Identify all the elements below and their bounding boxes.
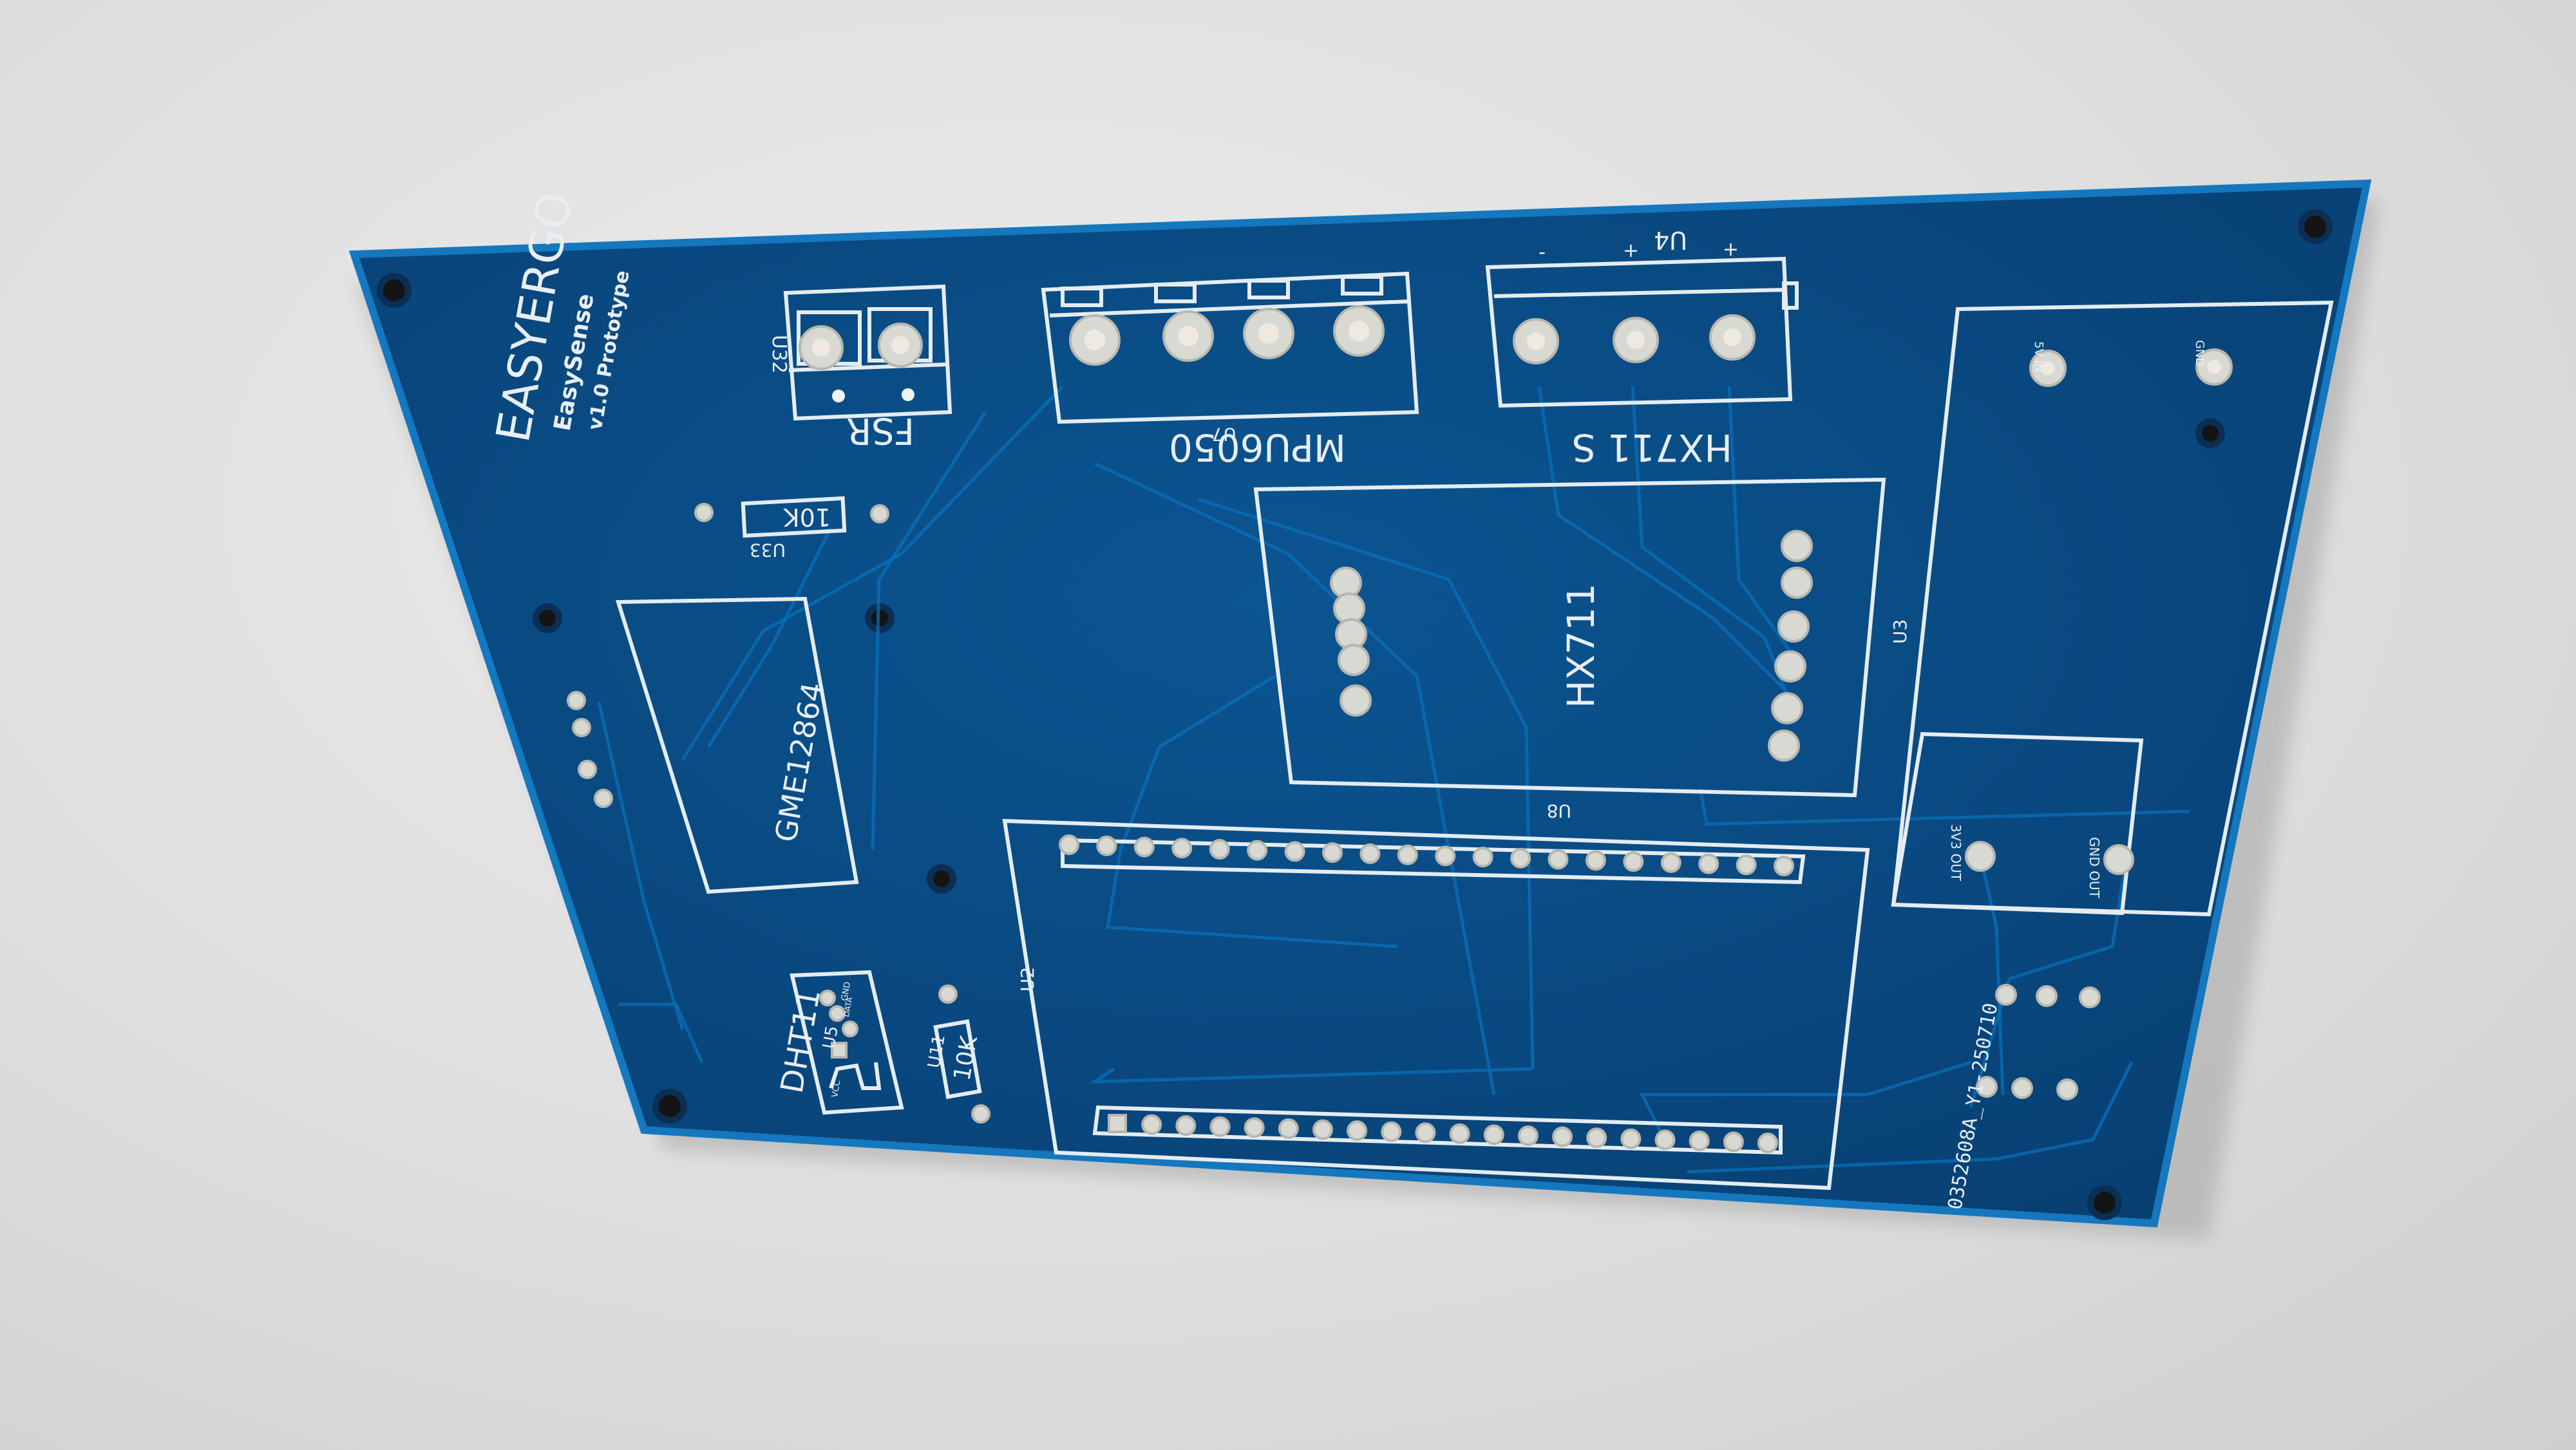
header-pin xyxy=(1698,853,1719,874)
header-pin xyxy=(1585,850,1606,871)
header-pin xyxy=(1108,1114,1127,1133)
conv-in-gnd: GND xyxy=(2193,340,2206,366)
conv-ref: U3 xyxy=(1889,619,1911,644)
header-pin xyxy=(1548,849,1569,870)
header-pin xyxy=(1359,843,1381,864)
header-pin xyxy=(1517,1125,1539,1146)
header-pin xyxy=(1736,854,1757,876)
conv-pin-3v3: 3V3 OUT xyxy=(1948,824,1964,881)
hx-pin-2: + xyxy=(1623,240,1639,262)
header-pin xyxy=(1623,851,1644,872)
header-pin xyxy=(1415,1122,1436,1144)
header-pin xyxy=(1757,1133,1778,1153)
header-pin xyxy=(1660,852,1681,873)
mounting-holes xyxy=(377,209,2333,1220)
header-pin xyxy=(1435,845,1456,867)
header-pin xyxy=(1141,1114,1162,1135)
dht-pin-data: DATA xyxy=(842,996,854,1018)
header-pin xyxy=(1381,1121,1402,1142)
header-pin xyxy=(1620,1128,1642,1149)
header-pin xyxy=(1654,1129,1676,1151)
header-pin xyxy=(1175,1115,1197,1136)
header-pin xyxy=(1347,1120,1368,1142)
header-pin xyxy=(1510,847,1531,869)
header-pin xyxy=(1397,844,1418,865)
dht-pin-gnd: GND xyxy=(840,981,853,1002)
header-pin xyxy=(1209,838,1230,860)
conv-pin-gnd: GND OUT xyxy=(2087,837,2102,899)
hx711-label: HX711 xyxy=(1559,583,1603,708)
header-pin xyxy=(1689,1130,1710,1151)
hx-pin-3: + xyxy=(1723,238,1739,261)
header-pin xyxy=(1586,1127,1607,1149)
header-pin xyxy=(1312,1119,1333,1140)
fsr-ref: U32 xyxy=(768,335,790,373)
header-pin xyxy=(1133,836,1155,858)
header-pin xyxy=(1774,856,1794,876)
header-pin xyxy=(1096,835,1117,856)
copper-traces xyxy=(597,385,2190,1174)
hx711-module: HX711 U8 xyxy=(1253,477,1886,822)
dht-ref: U5 xyxy=(819,1024,842,1050)
header-pin xyxy=(1483,1124,1504,1145)
hx711-sensor-connector: HX711 S U4 - + + xyxy=(1485,226,1799,469)
hx711-ref: U8 xyxy=(1547,800,1571,822)
header-pin xyxy=(1552,1126,1573,1147)
header-pin xyxy=(1284,841,1305,862)
dht-pin-vcc: VCC xyxy=(830,1079,842,1098)
fsr-label: FSR xyxy=(846,410,914,451)
power-converter-module: U3 3V3 OUT GND OUT 5V IN GND xyxy=(1889,300,2334,917)
header-pin xyxy=(1472,847,1493,868)
header-pin xyxy=(1321,842,1343,863)
mpu-ref: U7 xyxy=(1212,424,1236,445)
header-pin xyxy=(1059,834,1079,855)
programming-header xyxy=(1976,984,2101,1100)
header-pin xyxy=(1209,1116,1231,1137)
header-pin xyxy=(1171,838,1193,859)
header-pin xyxy=(1278,1118,1299,1139)
mpu6050-connector: MPU6050 U7 xyxy=(1041,271,1419,469)
mpu-label: MPU6050 xyxy=(1169,426,1346,469)
header-pin xyxy=(1723,1131,1744,1153)
header-pin xyxy=(1244,1117,1265,1138)
oled-header-pins xyxy=(567,691,613,808)
hx-pin-1: - xyxy=(1539,243,1546,265)
mcu-pin-row-bottom xyxy=(1108,1114,1778,1153)
hx-s-ref: U4 xyxy=(1654,226,1687,254)
hx-s-label: HX711 S xyxy=(1572,426,1732,469)
mcu-ref: U2 xyxy=(1017,967,1038,992)
resistor-u33: 10K U33 xyxy=(694,496,889,561)
r33-ref: U33 xyxy=(750,540,786,561)
r33-value: 10K xyxy=(783,503,831,531)
conv-in-5v: 5V IN xyxy=(2032,341,2045,372)
fsr-connector: FSR U32 xyxy=(768,284,952,451)
mcu-pin-row-top xyxy=(1059,834,1794,876)
header-pin xyxy=(1449,1123,1470,1144)
header-pin xyxy=(1247,840,1268,861)
